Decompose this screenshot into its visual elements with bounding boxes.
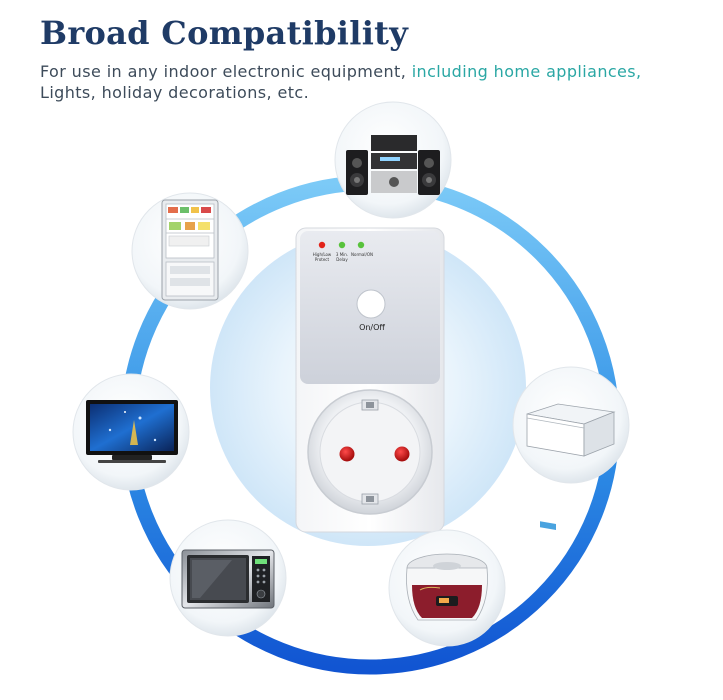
speakers-icon: [334, 101, 452, 219]
on-off-button[interactable]: [356, 289, 386, 319]
page-subtitle: For use in any indoor electronic equipme…: [40, 61, 700, 103]
refrigerator-icon: [131, 192, 249, 310]
indicator-delay: 3 Min. Delay: [336, 241, 348, 262]
subtitle-plain: For use in any indoor electronic equipme…: [40, 62, 412, 81]
freezer-icon: [512, 366, 630, 531]
television-icon: [72, 373, 190, 491]
indicator-high-low: High/Low Protect: [313, 241, 332, 262]
indicator-high-low-label: High/Low: [313, 252, 332, 257]
subtitle-line2: Lights, holiday decorations, etc.: [40, 83, 310, 102]
page-title: Broad Compatibility: [40, 14, 409, 52]
indicator-normal: Normal/ON: [351, 241, 373, 257]
indicator-delay-sub: Delay: [336, 257, 348, 262]
indicator-high-low-sub: Protect: [315, 257, 330, 262]
socket-pin-left: [339, 446, 355, 462]
indicator-delay-label: 3 Min.: [336, 252, 348, 257]
indicator-normal-label: Normal/ON: [351, 252, 373, 257]
surge-protector-device: High/Low Protect 3 Min. Delay Normal/ON …: [295, 227, 445, 533]
rice-cooker-icon: [388, 529, 506, 647]
schuko-socket: [307, 389, 433, 515]
subtitle-accent: including home appliances,: [411, 62, 642, 81]
microwave-icon: [169, 519, 287, 637]
socket-pin-right: [394, 446, 410, 462]
on-off-label: On/Off: [359, 323, 385, 332]
